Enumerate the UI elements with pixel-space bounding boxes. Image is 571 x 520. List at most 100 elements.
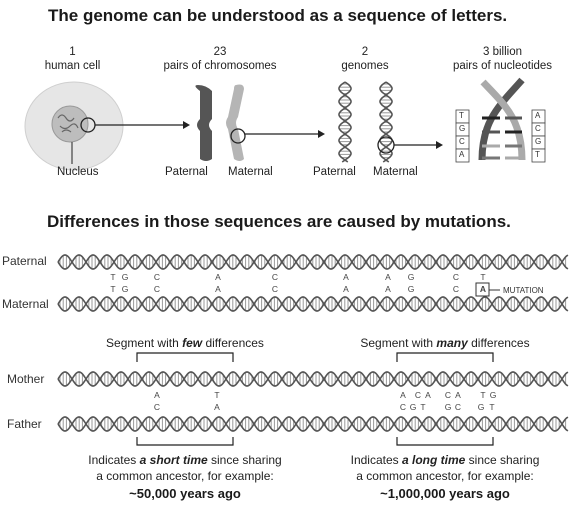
maternal-row-label: Maternal	[2, 297, 49, 311]
mother-row-label: Mother	[7, 372, 45, 386]
base: G	[121, 284, 129, 294]
cell-nucleus	[51, 105, 89, 143]
arrowhead-1	[183, 121, 190, 129]
base: A	[215, 272, 221, 282]
father-row-label: Father	[7, 417, 42, 431]
nt-left-3: A	[459, 150, 465, 159]
genome-helix-paternal	[338, 81, 352, 163]
base: C	[452, 284, 460, 294]
many-bracket-top	[396, 352, 494, 362]
base: C	[153, 272, 161, 282]
nucleotide-boxes-right	[531, 109, 546, 163]
helix-strand	[57, 371, 569, 387]
base: G	[409, 402, 417, 412]
helix-row-paternal	[57, 254, 569, 270]
helix-strand	[338, 81, 352, 163]
maternal-chromosome	[226, 84, 244, 161]
base: A	[214, 402, 220, 412]
base: A	[215, 284, 221, 294]
stage-4-header: 3 billion pairs of nucleotides	[440, 45, 565, 73]
nucleotide-helix	[478, 77, 526, 161]
nt-right-0: A	[535, 111, 541, 120]
base: G	[477, 402, 485, 412]
base: G	[121, 272, 129, 282]
stage-4-number: 3 billion	[483, 46, 522, 58]
base: C	[271, 284, 279, 294]
base: A	[343, 272, 349, 282]
base: G	[444, 402, 452, 412]
chromatin	[57, 114, 79, 133]
base: C	[454, 402, 462, 412]
nt-left-0: T	[459, 111, 464, 120]
base: A	[400, 390, 406, 400]
many-bracket-bottom	[396, 437, 494, 446]
nucleus-label: Nucleus	[57, 166, 99, 178]
stage-3-number: 2	[361, 46, 369, 58]
helix-strand	[57, 296, 569, 312]
stage-2-header: 23 pairs of chromosomes	[145, 45, 295, 73]
many-differences-caption: Segment with many differences	[360, 336, 530, 350]
base: A	[385, 284, 391, 294]
stage-2-label: pairs of chromosomes	[163, 60, 277, 72]
base: C	[444, 390, 452, 400]
nt-right-3: T	[535, 150, 540, 159]
many-years: ~1,000,000 years ago	[380, 486, 510, 501]
base: G	[407, 272, 415, 282]
mutated-base: A	[479, 284, 487, 294]
genome-helix-maternal	[379, 81, 393, 163]
helix-strand	[57, 254, 569, 270]
helix-row-maternal	[57, 296, 569, 312]
stage-1-header: 1 human cell	[20, 45, 125, 73]
helix-strand	[57, 254, 569, 270]
chromosome-zoom-circle	[230, 128, 246, 144]
paternal-chromosome	[195, 85, 212, 161]
few-note: Indicates a short time since sharing a c…	[88, 453, 282, 483]
base: C	[452, 272, 460, 282]
nt-left-2: C	[459, 137, 465, 146]
helix-strand	[379, 81, 393, 163]
paternal-genome-label: Paternal	[313, 166, 356, 178]
base: G	[407, 284, 415, 294]
arrowhead-2	[318, 130, 325, 138]
base: G	[489, 390, 497, 400]
base: A	[385, 272, 391, 282]
paternal-row-label: Paternal	[2, 254, 47, 268]
many-note: Indicates a long time since sharing a co…	[350, 453, 540, 483]
stage-3-label: genomes	[341, 60, 389, 72]
base: A	[154, 390, 160, 400]
helix-strand	[57, 416, 569, 432]
base: C	[399, 402, 407, 412]
few-bracket-top	[136, 352, 234, 362]
stage-3-header: 2 genomes	[325, 45, 405, 73]
stage-1-label: human cell	[44, 60, 101, 72]
base: C	[153, 402, 161, 412]
stage-1-number: 1	[69, 46, 76, 58]
nt-left-1: G	[459, 124, 466, 133]
mutation-label: MUTATION	[503, 286, 544, 295]
base: A	[455, 390, 461, 400]
helix-row-mother	[57, 371, 569, 387]
base: A	[425, 390, 431, 400]
base: T	[480, 272, 486, 282]
base: T	[110, 284, 116, 294]
maternal-chromosome-label: Maternal	[228, 166, 273, 178]
maternal-genome-label: Maternal	[373, 166, 418, 178]
base: C	[414, 390, 422, 400]
base: C	[153, 284, 161, 294]
base: T	[480, 390, 486, 400]
base: C	[271, 272, 279, 282]
few-differences-caption: Segment with few differences	[106, 336, 264, 350]
base: T	[214, 390, 220, 400]
few-bracket-bottom	[136, 437, 234, 446]
nucleotide-boxes-left	[455, 109, 470, 163]
helix-strand	[57, 371, 569, 387]
base: T	[489, 402, 495, 412]
base: T	[110, 272, 116, 282]
nt-right-2: G	[535, 137, 542, 146]
helix-row-father	[57, 416, 569, 432]
few-years: ~50,000 years ago	[129, 486, 241, 501]
arrowhead-3	[436, 141, 443, 149]
helix-strand	[57, 416, 569, 432]
stage-4-label: pairs of nucleotides	[452, 60, 553, 72]
